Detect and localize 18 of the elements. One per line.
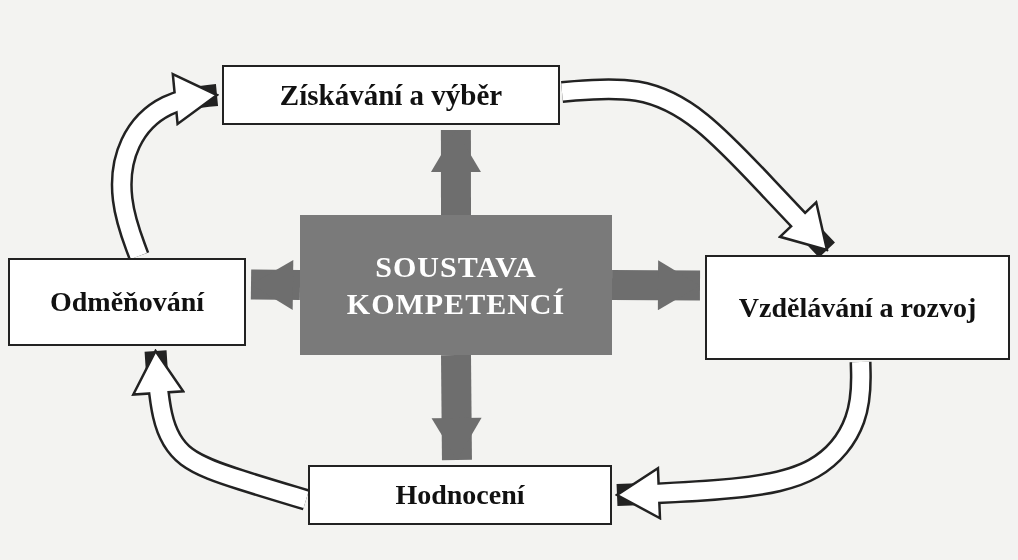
box-label: Vzdělávání a rozvoj <box>738 291 977 324</box>
center-box <box>300 215 612 355</box>
curved-arrow <box>110 72 220 260</box>
process-box <box>308 465 612 525</box>
box-label: SOUSTAVA KOMPETENCÍ <box>345 248 567 322</box>
box-label: Hodnocení <box>395 479 525 511</box>
process-box <box>222 65 560 125</box>
thick-arrow <box>611 260 701 311</box>
thick-arrow <box>431 354 482 461</box>
process-box <box>8 258 246 346</box>
curved-arrow <box>615 360 872 520</box>
curved-arrow <box>561 78 835 258</box>
process-box <box>705 255 1010 360</box>
box-label: Odměňování <box>50 286 204 318</box>
thick-arrow <box>430 130 481 215</box>
curved-arrow <box>132 349 310 511</box>
thick-arrow <box>250 259 301 310</box>
box-label: Získávání a výběr <box>279 78 503 112</box>
